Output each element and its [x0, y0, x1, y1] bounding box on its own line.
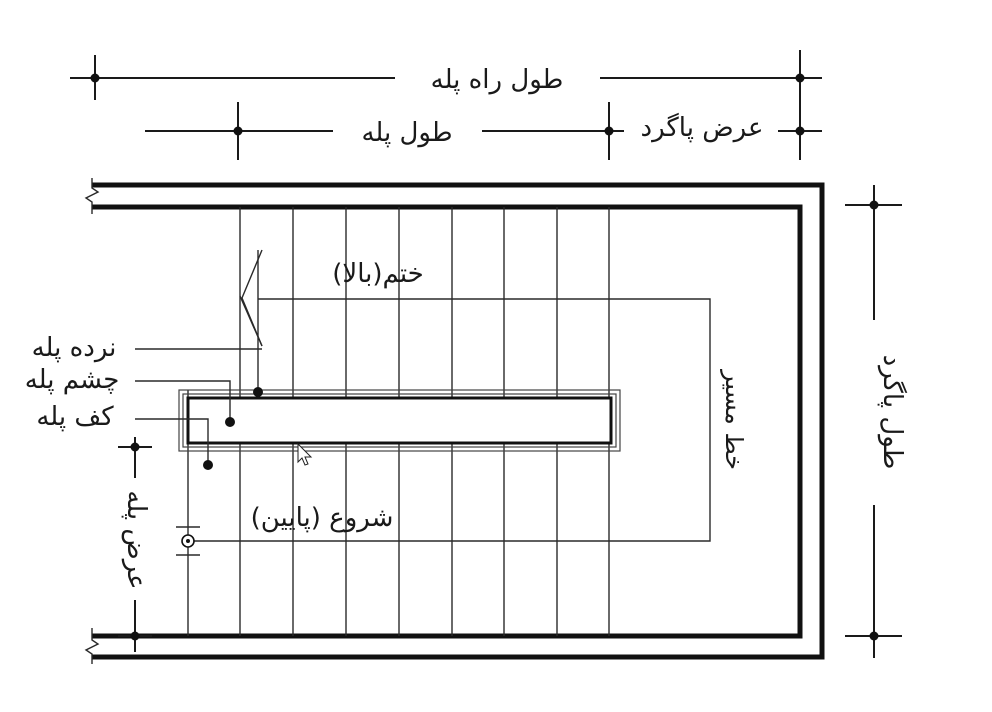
dimension-landing-width: عرض پاگرد	[640, 112, 822, 143]
dimension-flight-run-length: طول راه پله	[70, 50, 822, 160]
mouse-pointer-icon	[297, 442, 313, 466]
label-railing: نرده پله	[32, 333, 117, 363]
label-stair-floor: کف پله	[36, 402, 114, 432]
label-end-top: ختم(بالا)	[332, 259, 424, 289]
walking-path-line: خط مسیر	[176, 249, 748, 556]
leader-railing-top	[253, 387, 263, 397]
label-stair-eye: چشم پله	[25, 365, 120, 395]
stairwell-walls	[84, 178, 825, 664]
label-flight-run-length: طول راه پله	[431, 65, 564, 95]
label-stair-width: عرض پله	[121, 490, 151, 589]
leader-stair-floor: کف پله	[36, 402, 213, 470]
label-path-line: خط مسیر	[720, 369, 748, 470]
dimension-stair-width: عرض پله	[118, 437, 152, 652]
leader-railing: نرده پله	[32, 333, 262, 363]
leader-stair-eye: چشم پله	[25, 365, 235, 427]
label-stair-length: طول پله	[361, 118, 452, 148]
stair-eye-well	[178, 389, 621, 452]
dimension-landing-length: طول پاگرد	[845, 185, 908, 658]
label-landing-length: طول پاگرد	[877, 355, 908, 470]
label-start-bottom: شروع (پایین)	[251, 503, 394, 533]
label-landing-width: عرض پاگرد	[640, 112, 763, 143]
dimension-stair-length: طول پله	[145, 102, 624, 160]
